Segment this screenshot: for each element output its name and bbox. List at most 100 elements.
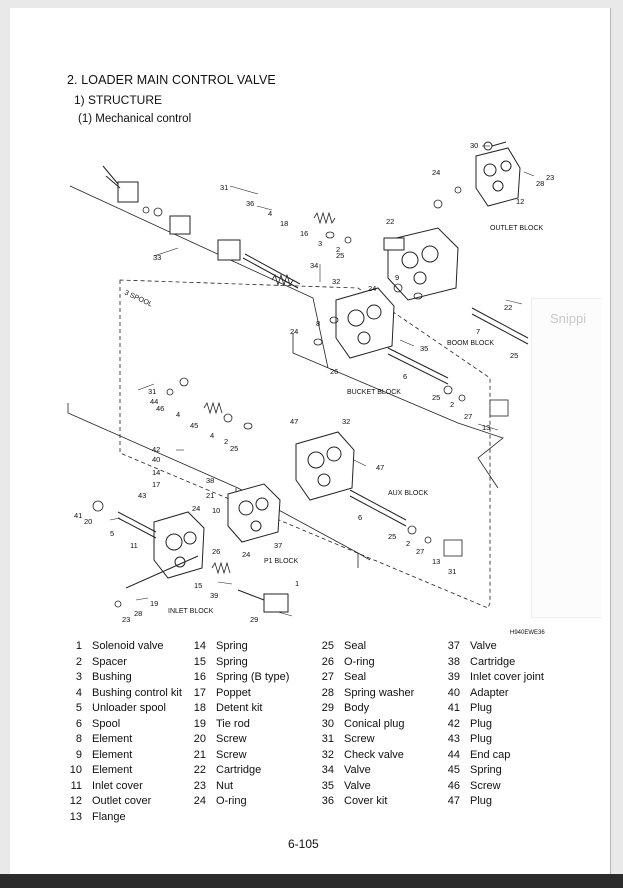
callout-9: 9 xyxy=(395,273,399,282)
callout-25d: 25 xyxy=(230,444,238,453)
callout-18: 18 xyxy=(280,219,288,228)
callout-6b: 6 xyxy=(358,513,362,522)
callout-29: 29 xyxy=(250,615,258,624)
callout-8: 8 xyxy=(316,319,320,328)
block-label-bucket: BUCKET BLOCK xyxy=(347,389,401,396)
callout-26b: 26 xyxy=(212,547,220,556)
exploded-valve-diagram: 3 SPOOL OUTLET BLOCK BOOM BLOCK BUCKET B… xyxy=(67,141,554,636)
callout-25c: 25 xyxy=(432,393,440,402)
block-label-boom: BOOM BLOCK xyxy=(447,340,494,347)
seals xyxy=(92,186,466,608)
callout-11: 11 xyxy=(130,541,138,550)
callout-6: 6 xyxy=(403,372,407,381)
callout-16: 16 xyxy=(300,229,308,238)
callout-35: 35 xyxy=(420,344,428,353)
callout-10: 10 xyxy=(212,506,220,515)
callout-37: 37 xyxy=(274,541,282,550)
callout-25b: 25 xyxy=(510,351,518,360)
bucket-group-outline xyxy=(292,333,504,489)
callout-19: 19 xyxy=(150,599,158,608)
callout-23b: 23 xyxy=(122,615,130,624)
callout-45: 45 xyxy=(190,421,198,430)
solenoid-bottom xyxy=(237,589,289,613)
callout-31: 31 xyxy=(220,183,228,192)
callout-25: 25 xyxy=(336,251,344,260)
aux-element xyxy=(295,431,355,501)
callout-3: 3 xyxy=(318,239,322,248)
leader-lines xyxy=(109,145,535,617)
spools xyxy=(117,253,529,589)
callout-33: 33 xyxy=(153,253,161,262)
callout-20: 20 xyxy=(84,517,92,526)
subsubsection-heading: (1) Mechanical control xyxy=(78,113,192,125)
springs xyxy=(203,211,336,575)
callout-32: 32 xyxy=(332,277,340,286)
bucket-element xyxy=(335,287,395,359)
callout-27: 27 xyxy=(464,412,472,421)
block-label-aux: AUX BLOCK xyxy=(388,490,428,497)
callout-24d: 24 xyxy=(192,504,200,513)
callout-17: 17 xyxy=(152,480,160,489)
callout-14: 14 xyxy=(152,468,160,477)
snipping-watermark: Snippi xyxy=(550,311,587,326)
callout-23: 23 xyxy=(546,173,554,182)
callout-24: 24 xyxy=(432,168,440,177)
callout-24e: 24 xyxy=(242,550,250,559)
callout-28b: 28 xyxy=(134,609,142,618)
callout-13b: 13 xyxy=(432,557,440,566)
subsection-heading: 1) STRUCTURE xyxy=(74,93,163,107)
callout-32b: 32 xyxy=(342,417,350,426)
callout-2b: 2 xyxy=(450,400,454,409)
callout-22: 22 xyxy=(386,217,394,226)
callout-12: 12 xyxy=(516,197,524,206)
callout-1: 1 xyxy=(295,579,299,588)
assembly-outline-top xyxy=(69,185,329,369)
callout-42: 42 xyxy=(152,445,160,454)
callout-15: 15 xyxy=(194,581,202,590)
outlet-cover xyxy=(475,141,521,207)
callout-47b: 47 xyxy=(376,463,384,472)
block-label-outlet: OUTLET BLOCK xyxy=(490,225,543,232)
lower-group-outline xyxy=(67,403,371,561)
section-heading: 2. LOADER MAIN CONTROL VALVE xyxy=(67,73,276,87)
figure-code: H940EWE36 xyxy=(510,630,545,636)
callout-43: 43 xyxy=(138,491,146,500)
callout-4: 4 xyxy=(268,209,272,218)
callout-36: 36 xyxy=(246,199,254,208)
callout-38: 38 xyxy=(206,476,214,485)
callout-47: 47 xyxy=(290,417,298,426)
callout-30: 30 xyxy=(470,141,478,150)
